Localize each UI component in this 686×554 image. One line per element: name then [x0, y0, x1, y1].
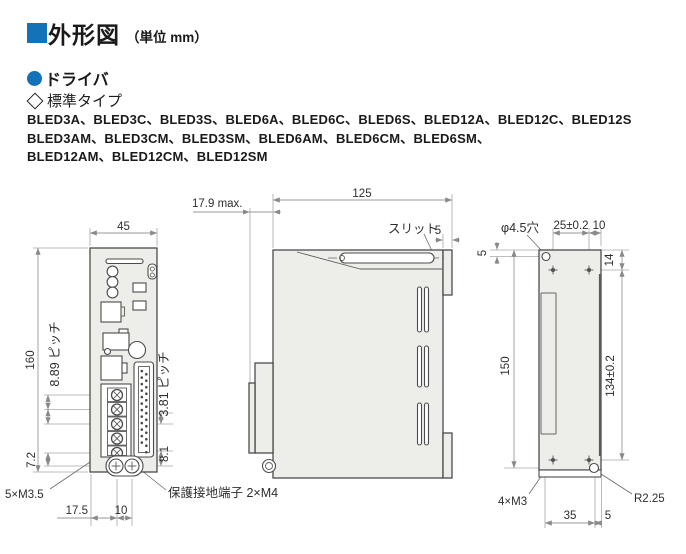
title-square-icon [27, 23, 47, 43]
connector-block [100, 355, 128, 381]
unit-note: （単位 mm） [126, 30, 208, 45]
side-view: 17.9 max. 125 スリット 5 [192, 188, 460, 479]
label-slot [105, 258, 144, 265]
screw-head [103, 347, 112, 356]
back-hole-pitch-h-dim: 25±0.2 [553, 220, 588, 232]
din-rail-flange-top [442, 249, 453, 296]
front-width-dim: 45 [117, 221, 130, 233]
front-pitch-left-dim: 8.89 ピッチ [48, 321, 62, 386]
back-plate-bottom-lip [538, 469, 602, 478]
back-150-dim: 150 [500, 356, 512, 375]
m3-hole [548, 265, 558, 275]
back-5-dim: 5 [605, 510, 611, 522]
back-channel [540, 292, 557, 435]
terminal-block [100, 383, 132, 460]
m3-hole [584, 455, 594, 465]
model-line: BLED3A、BLED3C、BLED3S、BLED6A、BLED6C、BLED6… [27, 112, 632, 127]
terminal-screw [110, 403, 124, 416]
back-hole-label: φ4.5穴 [501, 220, 539, 235]
outline-drawing: 45 160 8.89 ピッチ 7.2 3.81 ピッチ 8.1 5×M3.5 … [5, 188, 665, 528]
front-pitch-right-dim: 3.81 ピッチ [157, 351, 171, 416]
page-title: 外形図 （単位 mm） [27, 16, 208, 50]
side-thumb-screw [261, 458, 277, 474]
indicator-pair [147, 263, 158, 280]
switch-block [132, 300, 147, 311]
earth-terminals [105, 455, 144, 477]
led-column [106, 265, 119, 299]
din-rail-flange-bottom [442, 432, 453, 479]
back-screw-holes-label: 4×M3 [498, 496, 527, 508]
front-screws-label: 5×M3.5 [5, 489, 44, 501]
back-hole-pitch-v-dim: 134±0.2 [605, 355, 617, 397]
back-radius-label: R2.25 [634, 493, 665, 505]
switch-block [132, 282, 147, 293]
side-depth-max-dim: 17.9 max. [192, 198, 243, 210]
potentiometer [127, 340, 147, 360]
connector-housing [102, 328, 130, 351]
corner-radius-marker [588, 462, 600, 474]
side-slit-edge-dim: 5 [435, 225, 441, 237]
section-driver: ドライバ [27, 66, 109, 90]
terminal-screw [110, 417, 124, 431]
side-depth-dim: 125 [352, 188, 371, 200]
front-8-1-dim: 8.1 [159, 446, 171, 462]
vent-slits [416, 286, 430, 446]
back-14-dim: 14 [604, 253, 616, 266]
slit-slot [328, 252, 447, 264]
model-list: BLED3A、BLED3C、BLED3S、BLED6A、BLED6C、BLED6… [27, 111, 632, 167]
m3-hole [548, 455, 558, 465]
bullet-circle-icon [27, 70, 42, 86]
back-edge-offset-dim: 10 [593, 220, 606, 232]
driver-heading: ドライバ [45, 72, 109, 89]
side-connector-protrusion [248, 362, 274, 454]
diamond-icon [26, 92, 44, 109]
back-35-dim: 35 [564, 510, 577, 522]
front-view: 45 160 8.89 ピッチ 7.2 3.81 ピッチ 8.1 5×M3.5 … [5, 221, 278, 526]
back-plate [538, 249, 602, 471]
phi-4-5-hole [541, 251, 551, 262]
front-earth-label: 保護接地端子 2×M4 [168, 485, 278, 500]
model-line: BLED12AM、BLED12CM、BLED12SM [27, 149, 268, 164]
m3-hole [584, 265, 594, 275]
terminal-screw [110, 432, 124, 445]
front-17-5-dim: 17.5 [66, 505, 88, 517]
side-body [272, 249, 444, 479]
side-slit-label: スリット [388, 222, 438, 236]
front-panel-components [100, 258, 158, 477]
section-standard-type: 標準タイプ [26, 90, 123, 111]
terminal-screw [110, 388, 124, 402]
top-bevel [296, 251, 442, 270]
front-height-dim: 160 [25, 350, 37, 369]
back-view: φ4.5穴 5 25±0.2 10 14 150 134±0.2 4×M3 R2… [477, 220, 665, 528]
model-line: BLED3AM、BLED3CM、BLED3SM、BLED6AM、BLED6CM、… [27, 130, 491, 146]
side-dimension-lines [193, 194, 460, 383]
back-top-offset-dim: 5 [477, 250, 489, 256]
front-10-dim: 10 [115, 505, 128, 517]
pin-connector [133, 361, 155, 458]
front-7-2-dim: 7.2 [26, 452, 38, 468]
type-heading: 標準タイプ [47, 93, 123, 110]
rj45-jack [100, 301, 125, 323]
page-title-text: 外形図 [48, 22, 120, 48]
